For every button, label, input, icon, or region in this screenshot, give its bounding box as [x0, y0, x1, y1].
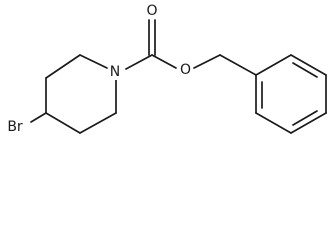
atom-label-bromine-group: Br — [2, 117, 29, 135]
carbamate-group — [125, 19, 257, 76]
bond-c2-n — [79, 54, 108, 69]
bond-c6-c5 — [79, 112, 117, 134]
atom-label-ester-oxygen: O — [180, 62, 191, 78]
atom-label-bromine-background — [2, 117, 29, 135]
atom-label-ester-oxygen-group: O — [178, 62, 193, 78]
bond-ph-2 — [290, 54, 327, 76]
bond-ph-5 — [255, 112, 292, 134]
atom-label-ester-oxygen-background — [178, 62, 193, 78]
atom-label-carbonyl-oxygen-background — [145, 3, 159, 19]
phenyl-ring — [255, 54, 327, 134]
bond-ester-oxygen-ch2 — [193, 54, 221, 69]
bond-ph-1 — [255, 54, 292, 76]
atom-label-nitrogen-group: N — [108, 64, 122, 80]
atom-label-nitrogen: N — [110, 64, 120, 80]
atom-label-carbonyl-oxygen-group: O — [145, 3, 159, 19]
bond-c5-c4 — [45, 112, 81, 134]
bond-c4-br — [30, 112, 47, 123]
bond-carbonyl-carbon-ester-oxygen — [151, 54, 177, 69]
atom-label-nitrogen-background — [108, 64, 122, 80]
atom-label-carbonyl-oxygen: O — [146, 3, 157, 19]
bond-ch2-phenyl — [219, 54, 257, 76]
bond-c3-c2 — [45, 54, 81, 79]
bond-ph-4 — [290, 112, 327, 134]
bond-n-carbonyl-carbon — [125, 54, 153, 70]
aromatic-inner-bond-3 — [292, 110, 318, 126]
atom-label-bromine: Br — [7, 119, 23, 135]
aromatic-inner-bond-2 — [292, 62, 318, 78]
chemical-structure-diagram: N O O Br — [2, 3, 327, 135]
piperidine-ring — [45, 54, 117, 134]
